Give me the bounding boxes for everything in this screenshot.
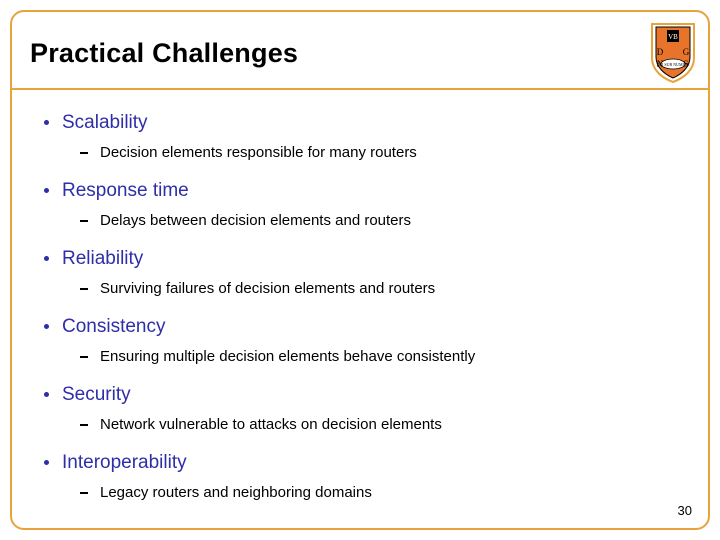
- svg-text:S: S: [683, 59, 688, 69]
- bullet-dash-icon: [80, 152, 88, 154]
- svg-text:D: D: [657, 47, 664, 57]
- list-item: Response time Delays between decision el…: [32, 178, 672, 232]
- bullet-level1: Reliability: [32, 246, 672, 272]
- bullet-level2: Surviving failures of decision elements …: [32, 278, 672, 300]
- bullet-level1: Consistency: [32, 314, 672, 340]
- bullet-list: Scalability Decision elements responsibl…: [32, 96, 672, 512]
- list-item: Scalability Decision elements responsibl…: [32, 110, 672, 164]
- bullet-dash-icon: [80, 424, 88, 426]
- bullet-dash-icon: [80, 356, 88, 358]
- svg-text:DEI SUB NUMINE: DEI SUB NUMINE: [657, 62, 690, 67]
- bullet-level2-label: Decision elements responsible for many r…: [100, 144, 417, 161]
- bullet-dot-icon: [44, 392, 49, 397]
- title-divider: [12, 88, 708, 90]
- bullet-level1: Scalability: [32, 110, 672, 136]
- list-item: Security Network vulnerable to attacks o…: [32, 382, 672, 436]
- bullet-level1-label: Response time: [62, 180, 189, 201]
- bullet-level2-label: Ensuring multiple decision elements beha…: [100, 348, 476, 365]
- bullet-level2: Delays between decision elements and rou…: [32, 210, 672, 232]
- svg-text:VB: VB: [668, 33, 678, 41]
- bullet-level2: Decision elements responsible for many r…: [32, 142, 672, 164]
- bullet-dash-icon: [80, 220, 88, 222]
- bullet-dot-icon: [44, 256, 49, 261]
- bullet-level1-label: Interoperability: [62, 452, 187, 473]
- page-title: Practical Challenges: [30, 38, 299, 68]
- bullet-level1: Security: [32, 382, 672, 408]
- list-item: Reliability Surviving failures of decisi…: [32, 246, 672, 300]
- bullet-level1-label: Security: [62, 384, 131, 405]
- bullet-dot-icon: [44, 324, 49, 329]
- bullet-dot-icon: [44, 120, 49, 125]
- bullet-level1-label: Reliability: [62, 248, 144, 269]
- bullet-level2: Ensuring multiple decision elements beha…: [32, 346, 672, 368]
- list-item: Interoperability Legacy routers and neig…: [32, 450, 672, 504]
- svg-text:G: G: [683, 47, 690, 57]
- bullet-level2-label: Surviving failures of decision elements …: [100, 280, 436, 297]
- list-item: Consistency Ensuring multiple decision e…: [32, 314, 672, 368]
- bullet-level2-label: Legacy routers and neighboring domains: [100, 484, 372, 501]
- bullet-level2: Network vulnerable to attacks on decisio…: [32, 414, 672, 436]
- bullet-dash-icon: [80, 492, 88, 494]
- bullet-level1: Response time: [32, 178, 672, 204]
- bullet-dot-icon: [44, 188, 49, 193]
- bullet-dot-icon: [44, 460, 49, 465]
- bullet-level2-label: Delays between decision elements and rou…: [100, 212, 412, 229]
- bullet-level1-label: Scalability: [62, 112, 148, 133]
- bullet-level2: Legacy routers and neighboring domains: [32, 482, 672, 504]
- page-number: 30: [677, 503, 692, 518]
- bullet-level2-label: Network vulnerable to attacks on decisio…: [100, 416, 442, 433]
- bullet-dash-icon: [80, 288, 88, 290]
- princeton-shield-icon: VB D G N S DEI SUB NUMINE: [648, 22, 698, 84]
- bullet-level1: Interoperability: [32, 450, 672, 476]
- bullet-level1-label: Consistency: [62, 316, 166, 337]
- svg-text:N: N: [657, 59, 664, 69]
